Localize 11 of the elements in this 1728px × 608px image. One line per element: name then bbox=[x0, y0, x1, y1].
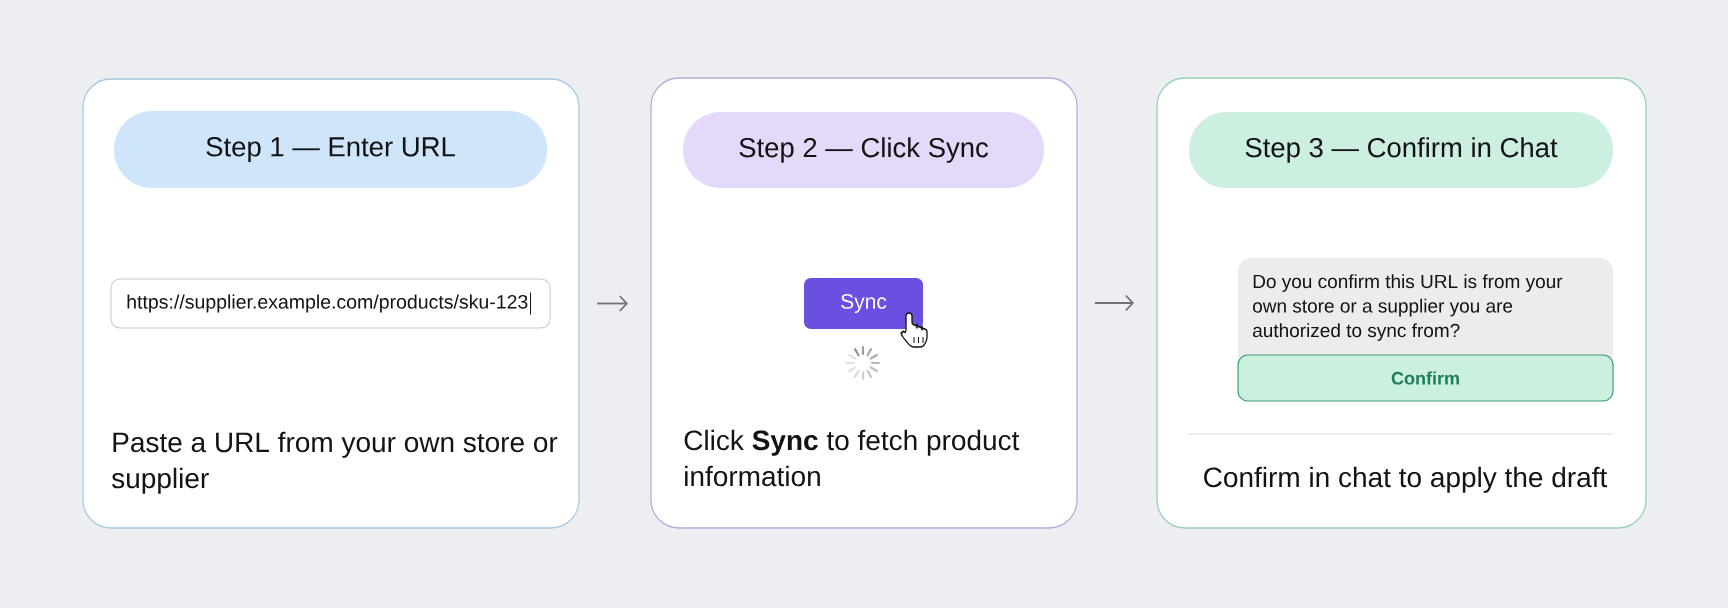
button: Confirm bbox=[1237, 354, 1614, 402]
arrow bbox=[596, 295, 628, 312]
step-pill: Step 1 — Enter URL bbox=[114, 111, 547, 188]
step-pill: Step 3 — Confirm in Chat bbox=[1189, 112, 1613, 188]
arrow bbox=[1094, 294, 1134, 312]
step-description: Paste a URL from your own store or supplier bbox=[112, 431, 558, 494]
button: Sync bbox=[804, 278, 923, 329]
input-field: https://supplier.example.com/products/sku-123 bbox=[110, 278, 551, 329]
step-description: Confirm in chat to apply the draft bbox=[1204, 466, 1608, 493]
step-description: Click Sync to fetch product information bbox=[684, 429, 1020, 487]
step-pill: Step 2 — Click Sync bbox=[683, 112, 1044, 188]
